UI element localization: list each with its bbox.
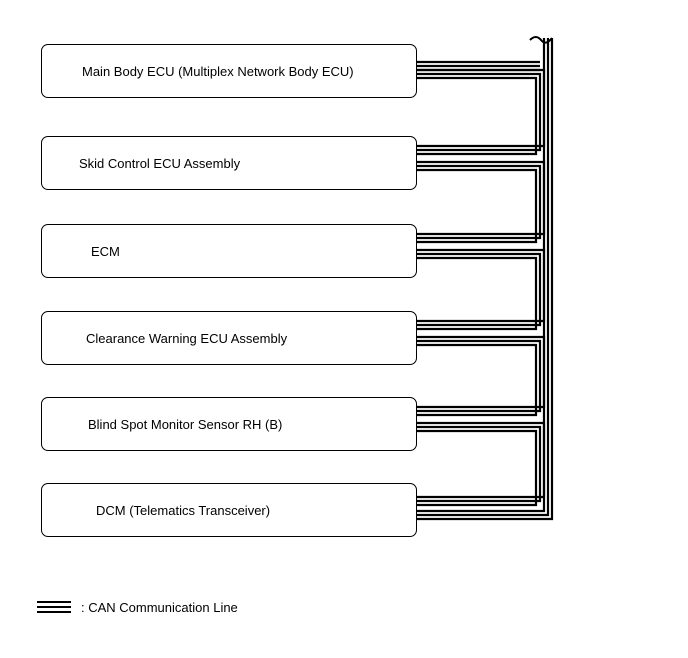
ecu-label: DCM (Telematics Transceiver) [96,503,271,518]
ecu-label: Clearance Warning ECU Assembly [86,331,288,346]
can-bus-segment [417,343,538,417]
break-mark-icon [529,36,553,44]
can-bus-segment [417,76,538,156]
can-line-legend-icon [37,601,71,613]
can-bus-segment [417,248,546,323]
can-bus-trunk [417,38,546,513]
can-bus-trunk [417,38,554,521]
can-bus-segment [417,72,542,152]
legend-label: : CAN Communication Line [81,600,238,615]
ecu-box-main-body: Main Body ECU (Multiplex Network Body EC… [41,44,417,98]
ecu-label: Blind Spot Monitor Sensor RH (B) [88,417,283,432]
ecu-label: Skid Control ECU Assembly [79,156,241,171]
can-bus-segment [417,425,542,503]
can-bus-segment [417,68,546,148]
can-bus-segment [417,252,542,327]
can-bus-segment [417,339,542,413]
ecu-box-dcm: DCM (Telematics Transceiver) [41,483,417,537]
can-bus-segment [417,168,538,244]
can-bus-segment [417,160,546,236]
ecu-box-blind-spot-monitor: Blind Spot Monitor Sensor RH (B) [41,397,417,451]
ecu-label: Main Body ECU (Multiplex Network Body EC… [82,64,354,79]
ecu-box-clearance-warning: Clearance Warning ECU Assembly [41,311,417,365]
can-bus-segment [417,164,542,240]
ecu-label: ECM [91,244,120,259]
can-bus-segment [417,429,538,507]
can-bus-segment [417,256,538,331]
ecu-box-skid-control: Skid Control ECU Assembly [41,136,417,190]
can-bus-segment [417,421,546,499]
ecu-box-ecm: ECM [41,224,417,278]
can-bus-segment [417,335,546,409]
can-bus-trunk [417,38,550,517]
